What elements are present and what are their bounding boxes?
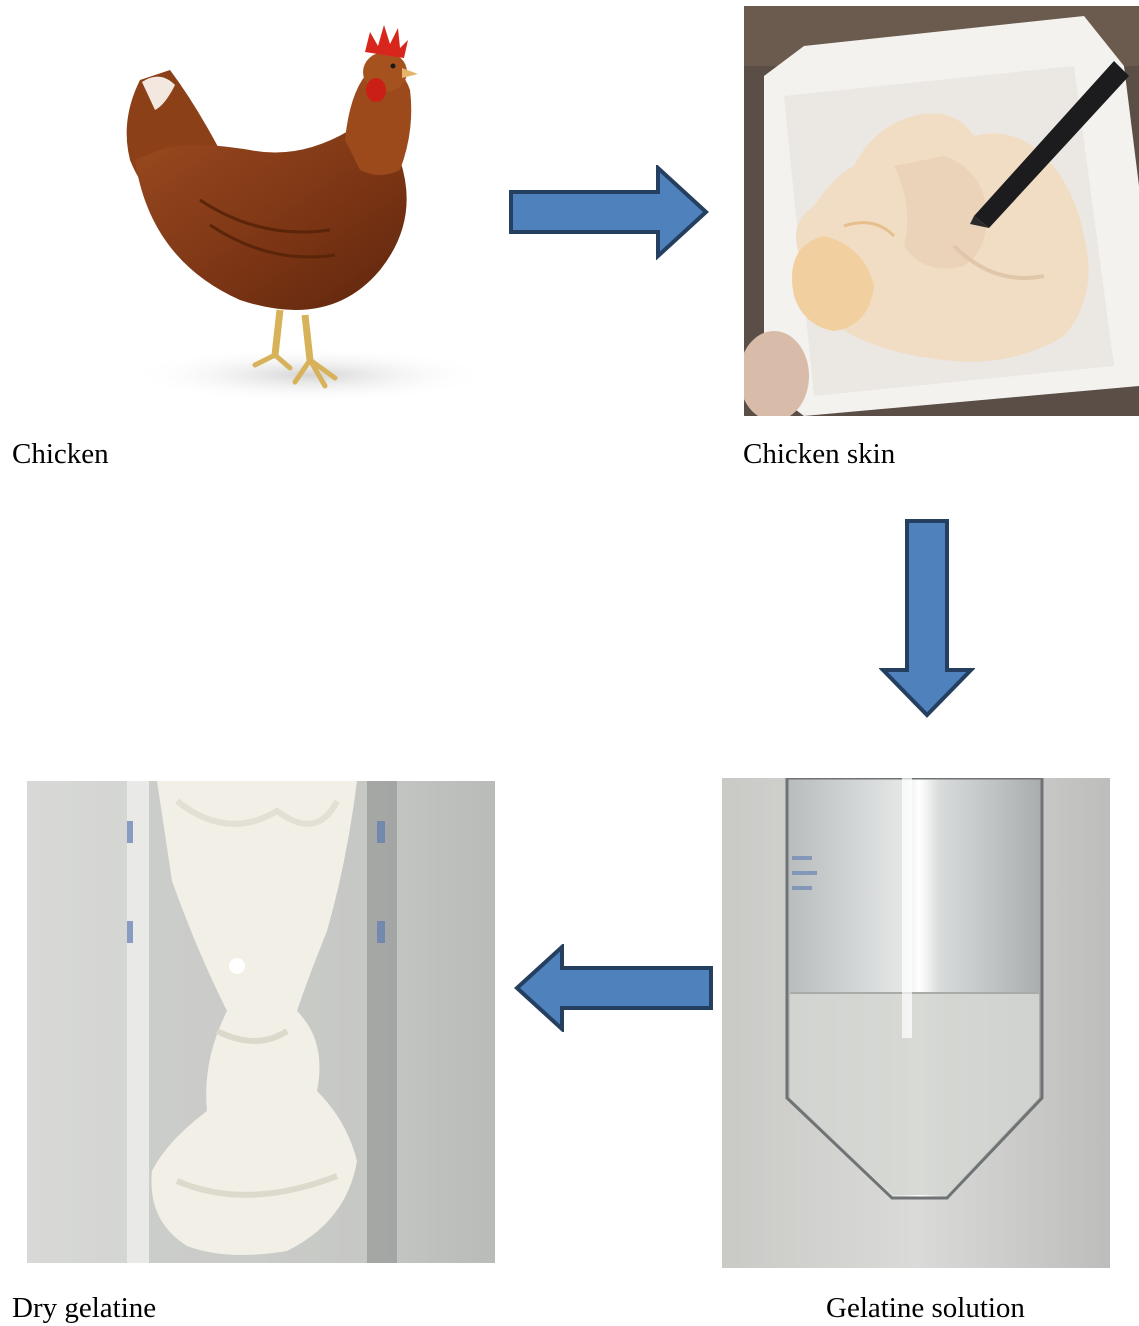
chicken-label: Chicken xyxy=(12,440,109,469)
gelatine-solution-label: Gelatine solution xyxy=(826,1294,1025,1323)
gelatine-solution-image xyxy=(722,778,1110,1268)
arrow-right xyxy=(508,165,711,260)
dry-gelatine-label: Dry gelatine xyxy=(12,1294,156,1323)
chicken-image xyxy=(80,10,500,410)
dry-gelatine-image xyxy=(27,781,495,1263)
arrow-down xyxy=(879,518,975,719)
arrow-left xyxy=(513,944,715,1032)
chicken-skin-label: Chicken skin xyxy=(743,440,895,469)
chicken-skin-image xyxy=(744,6,1139,416)
